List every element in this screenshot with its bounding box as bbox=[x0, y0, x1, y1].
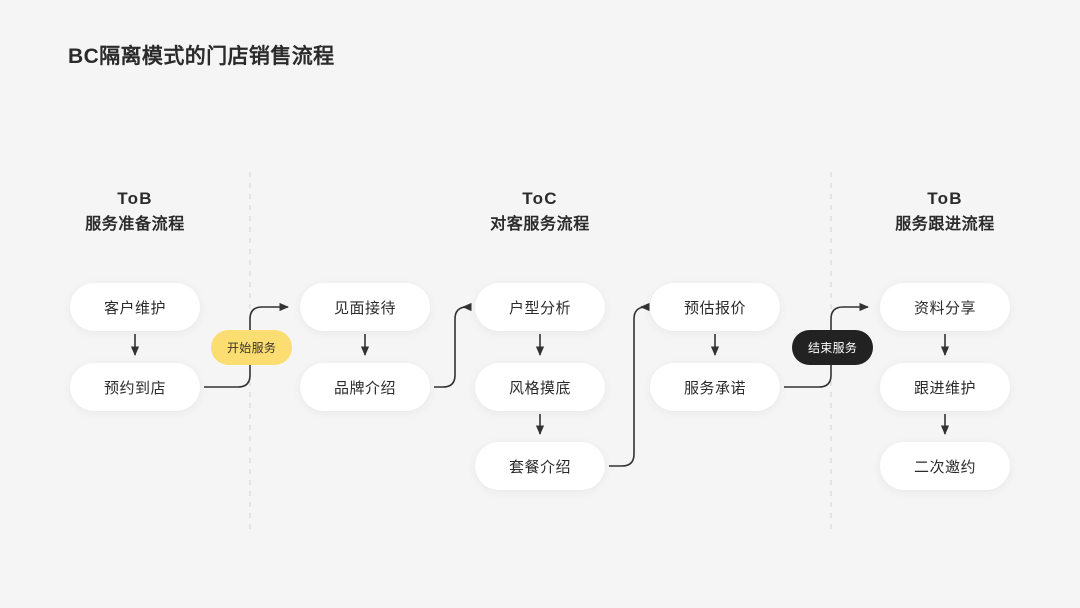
flow-node-hxfx[interactable]: 户型分析 bbox=[475, 283, 605, 331]
lane-header-sub-label: 服务准备流程 bbox=[85, 216, 185, 233]
connector-group2-to-group3 bbox=[434, 302, 472, 388]
flow-node-label: 预约到店 bbox=[103, 379, 166, 397]
flow-node-label: 跟进维护 bbox=[913, 379, 976, 397]
connector-group3-to-group4 bbox=[609, 302, 650, 467]
flow-node-label: 风格摸底 bbox=[508, 379, 571, 397]
flow-node-label: 资料分享 bbox=[913, 299, 976, 317]
flow-node-label: 品牌介绍 bbox=[333, 379, 396, 397]
lane-header-top-label: ToC bbox=[522, 189, 558, 208]
lane-header-sub-label: 服务跟进流程 bbox=[895, 216, 995, 233]
milestone-pill-label: 开始服务 bbox=[227, 341, 277, 355]
flow-node-label: 套餐介绍 bbox=[508, 458, 571, 476]
flow-node-label: 客户维护 bbox=[103, 299, 166, 317]
flow-node-label: 服务承诺 bbox=[683, 379, 746, 397]
flow-node-tcjs[interactable]: 套餐介绍 bbox=[475, 442, 605, 490]
page-title: BC隔离模式的门店销售流程 bbox=[68, 45, 335, 68]
flow-node-label: 二次邀约 bbox=[913, 458, 976, 476]
flow-node-zlfx[interactable]: 资料分享 bbox=[880, 283, 1010, 331]
flow-node-yydd[interactable]: 预约到店 bbox=[70, 363, 200, 411]
flow-node-ygbj[interactable]: 预估报价 bbox=[650, 283, 780, 331]
flow-node-label: 见面接待 bbox=[333, 299, 396, 317]
flow-node-ecyy[interactable]: 二次邀约 bbox=[880, 442, 1010, 490]
lane-header-toc-service: ToC 对客服务流程 bbox=[440, 186, 640, 238]
lane-header-tob-prep: ToB 服务准备流程 bbox=[35, 186, 235, 238]
flow-node-ppjs[interactable]: 品牌介绍 bbox=[300, 363, 430, 411]
lane-header-tob-followup: ToB 服务跟进流程 bbox=[845, 186, 1045, 238]
flow-node-jmjd[interactable]: 见面接待 bbox=[300, 283, 430, 331]
lane-header-sub-label: 对客服务流程 bbox=[490, 216, 590, 233]
flow-node-fgmd[interactable]: 风格摸底 bbox=[475, 363, 605, 411]
milestone-pill-label: 结束服务 bbox=[808, 341, 858, 355]
milestone-pill-start-service[interactable]: 开始服务 bbox=[211, 330, 293, 365]
flow-node-label: 户型分析 bbox=[508, 299, 571, 317]
flow-node-gjwh[interactable]: 跟进维护 bbox=[880, 363, 1010, 411]
flow-node-fwcn[interactable]: 服务承诺 bbox=[650, 363, 780, 411]
flow-node-khwh[interactable]: 客户维护 bbox=[70, 283, 200, 331]
lane-header-top-label: ToB bbox=[117, 189, 153, 208]
milestone-pill-end-service[interactable]: 结束服务 bbox=[792, 330, 874, 365]
lane-header-top-label: ToB bbox=[927, 189, 963, 208]
flow-node-label: 预估报价 bbox=[683, 299, 746, 317]
